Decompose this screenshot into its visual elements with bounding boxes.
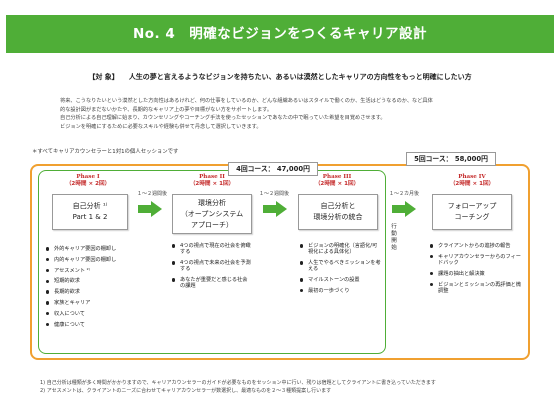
arrow-right-icon — [392, 201, 416, 217]
phase-3-box-line: 環境分析の統合 — [313, 213, 363, 221]
list-item: 収入について — [46, 311, 150, 317]
phase-3-box-line: 自己分析と — [320, 202, 356, 210]
duration-label: １～２週間後 — [258, 191, 289, 197]
four-session-course-label: 4回コース： 47,000円 — [228, 162, 318, 176]
phase-2-sessions: （2時間 × 1回） — [189, 181, 235, 187]
phase-1-title: Phase I （2時間 × 2回） — [48, 174, 128, 188]
phase-1-bullets: 外的キャリア要因の棚卸し 内的キャリア要因の棚卸し アセスメント ²⁾ 短期的欲… — [46, 246, 150, 332]
list-item: クライアントからの進捗の報告 — [430, 243, 522, 249]
list-item: 長期的欲求 — [46, 289, 150, 295]
phase-3-bullets: ビジョンの明確化（言語化/可視化による具体化） 人生でやるべきミッションを考える… — [300, 243, 382, 299]
phase-1-sessions: （2時間 × 2回） — [65, 181, 111, 187]
duration-label: １～２週間後 — [136, 191, 167, 197]
list-item: 4つの視点で現在の社会を俯瞰する — [172, 243, 252, 255]
phase-3-title: Phase III （2時間 × 1回） — [292, 174, 382, 188]
title-bar: No. 4 明確なビジョンをつくるキャリア設計 — [6, 15, 554, 53]
footnote: 1) 自己分析は種類が多く時間がかかりますので、キャリアカウンセラーのガイドが必… — [40, 380, 436, 386]
target-text: 人生の夢と言えるようなビジョンを持ちたい、あるいは漠然としたキャリアの方向性をも… — [128, 73, 472, 81]
phase-2-title: Phase II （2時間 × 1回） — [162, 174, 262, 188]
phase-2-box-line: 環境分析 — [198, 198, 226, 207]
phase-1-box-line: 自己分析 ¹⁾ — [72, 202, 108, 210]
arrow-right-icon — [138, 201, 162, 217]
phase-4-name: Phase IV — [458, 174, 486, 180]
list-item: 人生でやるべきミッションを考える — [300, 260, 382, 272]
phase-2-box: 環境分析 （オープンシステム アプローチ） — [172, 194, 252, 234]
phase-3-name: Phase III — [322, 174, 352, 180]
list-item: 短期的欲求 — [46, 278, 150, 284]
phase-2-bullets: 4つの視点で現在の社会を俯瞰する 4つの視点で未来の社会を予測する あなたが重要… — [172, 243, 252, 294]
footnote: 2) アセスメントは、クライアントのニーズに合わせてキャリアカウンセラーが数選択… — [40, 387, 332, 394]
phase-4-sessions: （2時間 × 1回） — [449, 181, 495, 187]
target-line: 【対 象】 人生の夢と言えるようなビジョンを持ちたい、あるいは漠然としたキャリアの… — [0, 72, 560, 82]
five-session-course-label: 5回コース： 58,000円 — [406, 152, 496, 166]
phase-2-box-line: （オープンシステム — [180, 209, 244, 218]
list-item: あなたが重要だと感じる社会の課題 — [172, 277, 252, 289]
list-item: 課題の抽出と解決策 — [430, 271, 522, 277]
list-item: アセスメント ²⁾ — [46, 268, 150, 274]
phase-2-box-line: アプローチ） — [191, 220, 233, 229]
footnotes: 1) 自己分析は種類が多く時間がかかりますので、キャリアカウンセラーのガイドが必… — [40, 380, 436, 395]
phase-1-name: Phase I — [76, 174, 100, 180]
intro-line: ビジョンを明確にするために必要なスキルや経験も併せて丹念して選択していきます。 — [60, 123, 262, 130]
list-item: 4つの視点で未来の社会を予測する — [172, 260, 252, 272]
four-session-course-frame — [38, 170, 386, 354]
action-start-label: 行動開始 — [391, 224, 397, 251]
list-item: キャリアカウンセラーからのフィードバック — [430, 254, 522, 266]
intro-line: 自己分析による自己理解に始まり、カウンセリングやコーチング手法を使ったセッション… — [60, 115, 386, 121]
phase-4-box-line: フォローアップ — [447, 202, 497, 210]
list-item: 最初の一歩づくり — [300, 288, 382, 294]
phase-3-box: 自己分析と 環境分析の統合 — [298, 194, 378, 230]
list-item: マイルストーンの設置 — [300, 277, 382, 283]
intro-line: 将来、こうなりたいという漠然とした方向性はあるけれど、何の仕事をしているのか、ど… — [60, 98, 433, 104]
list-item: ビジョンの明確化（言語化/可視化による具体化） — [300, 243, 382, 255]
list-item: ビジョンとミッションの再評価と微調整 — [430, 282, 522, 294]
list-item: 外的キャリア要因の棚卸し — [46, 246, 150, 252]
phase-2-name: Phase II — [199, 174, 225, 180]
intro-line: 的な設計図がまだないかたや、長期的なキャリア上の夢や目標がない方をサポートします… — [60, 106, 273, 113]
list-item: 内的キャリア要因の棚卸し — [46, 257, 150, 263]
list-item: 家族とキャリア — [46, 300, 150, 306]
phase-4-title: Phase IV （2時間 × 1回） — [422, 174, 522, 188]
phase-3-sessions: （2時間 × 1回） — [314, 181, 360, 187]
phase-4-box: フォローアップ コーチング — [432, 194, 512, 230]
duration-label: １～２カ月後 — [388, 191, 419, 197]
intro-paragraph: 将来、こうなりたいという漠然とした方向性はあるけれど、何の仕事をしているのか、ど… — [60, 97, 520, 131]
arrow-right-icon — [263, 201, 287, 217]
session-note: ＊すべてキャリアカウンセラーと1対1の個人セッションです — [32, 149, 179, 155]
phase-1-box-line: Part 1 & 2 — [72, 213, 108, 221]
phase-4-box-line: コーチング — [454, 213, 490, 221]
target-label: 【対 象】 — [88, 73, 119, 81]
list-item: 健康について — [46, 322, 150, 328]
page-title: No. 4 明確なビジョンをつくるキャリア設計 — [132, 26, 428, 42]
phase-1-box: 自己分析 ¹⁾ Part 1 & 2 — [52, 194, 128, 230]
phase-4-bullets: クライアントからの進捗の報告 キャリアカウンセラーからのフィードバック 課題の抽… — [430, 243, 522, 299]
